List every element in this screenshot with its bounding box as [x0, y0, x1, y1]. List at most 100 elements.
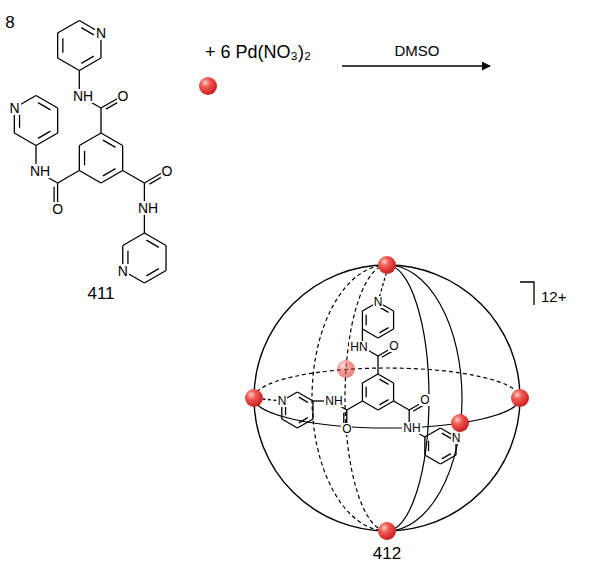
- reagent-label: + 6 Pd(NO₃)₂: [204, 43, 312, 61]
- aromatic-bond: [379, 400, 388, 405]
- atom-label: N: [277, 395, 288, 407]
- palladium-ball: [337, 360, 355, 378]
- aromatic-bond: [62, 38, 63, 52]
- great-circle: [387, 265, 462, 531]
- ring-bond: [57, 108, 58, 133]
- compound-number: 412: [372, 545, 402, 562]
- atom-label: N: [451, 432, 462, 444]
- aromatic-bond: [81, 56, 94, 63]
- aromatic-bond: [299, 418, 308, 423]
- aromatic-bond: [366, 387, 367, 397]
- cage-ligand: [263, 274, 459, 464]
- great-circle: [254, 398, 520, 428]
- atom-label: O: [161, 164, 174, 178]
- ring-bond: [122, 146, 123, 171]
- ring-bond: [79, 133, 101, 146]
- palladium-ball: [378, 256, 396, 274]
- aromatic-bond: [81, 28, 94, 35]
- ring-bond: [362, 401, 378, 410]
- stoichiometry: 8: [4, 14, 15, 31]
- atom-label: NH: [29, 164, 51, 178]
- cage-sphere: [254, 265, 520, 531]
- atom-label: HN: [349, 341, 368, 353]
- ring-bond: [57, 33, 58, 58]
- solvent-label: DMSO: [394, 43, 441, 58]
- bond: [377, 356, 378, 374]
- ring-bond: [144, 233, 166, 246]
- ring-bond: [312, 401, 313, 419]
- aromatic-bond: [103, 169, 116, 176]
- palladium-ball: [245, 389, 263, 407]
- ring-bond: [101, 133, 123, 146]
- atom-label: N: [8, 101, 20, 115]
- aromatic-bond: [146, 269, 159, 276]
- great-circle: [345, 265, 387, 531]
- palladium-centres: [245, 256, 529, 540]
- ring-bond: [425, 455, 441, 464]
- aromatic-bond: [366, 315, 367, 325]
- atom-label: NH: [72, 89, 94, 103]
- ring-bond: [378, 374, 394, 383]
- reaction-arrow: [342, 65, 490, 66]
- charge-label: 12+: [540, 289, 567, 304]
- ring-bond: [123, 233, 145, 246]
- ring-bond: [424, 437, 425, 455]
- aromatic-bond: [299, 397, 308, 402]
- atom-label: N: [373, 296, 384, 308]
- bond: [100, 108, 101, 133]
- sphere-outline: [254, 265, 520, 531]
- palladium-ball: [511, 389, 529, 407]
- ring-bond: [362, 374, 378, 383]
- bond: [347, 401, 363, 410]
- ring-bond: [393, 383, 394, 401]
- aromatic-bond: [442, 454, 451, 459]
- atom-label: N: [95, 26, 107, 40]
- atom-label: NH: [402, 422, 421, 434]
- aromatic-bond: [146, 240, 159, 247]
- ring-bond: [165, 246, 166, 271]
- atom-label: NH: [324, 395, 343, 407]
- ring-bond: [282, 419, 298, 428]
- ring-bond: [36, 96, 58, 109]
- ring-bond: [101, 171, 123, 184]
- palladium-ball: [451, 414, 469, 432]
- bond: [58, 171, 80, 184]
- palladium-ball: [199, 77, 217, 95]
- ring-bond: [144, 271, 166, 284]
- great-circle: [312, 265, 387, 531]
- ring-bond: [393, 311, 394, 329]
- atom-label: O: [419, 394, 430, 406]
- ligand-structure: [14, 21, 167, 284]
- ring-bond: [14, 133, 36, 146]
- atom-label: N: [117, 264, 129, 278]
- compound-number: 411: [86, 285, 115, 302]
- ring-bond: [378, 401, 394, 410]
- ring-bond: [79, 58, 101, 71]
- ring-bond: [362, 383, 363, 401]
- aromatic-bond: [428, 441, 429, 451]
- aromatic-bond: [84, 151, 85, 165]
- ring-bond: [425, 428, 441, 437]
- ring-bond: [297, 392, 313, 401]
- aromatic-bond: [442, 433, 451, 438]
- aromatic-bond: [379, 379, 388, 384]
- ring-bond: [378, 329, 394, 338]
- charge-bracket: [520, 282, 534, 305]
- ring-bond: [362, 311, 363, 329]
- atom-label: O: [117, 89, 130, 103]
- reagent-art: [199, 77, 217, 95]
- aromatic-bond: [19, 113, 20, 127]
- atom-label: O: [51, 202, 64, 216]
- ring-bond: [362, 329, 378, 338]
- bond: [123, 171, 145, 184]
- palladium-ball: [378, 522, 396, 540]
- aromatic-bond: [379, 328, 388, 333]
- ring-bond: [36, 133, 58, 146]
- ring-bond: [79, 171, 101, 184]
- aromatic-bond: [103, 140, 116, 147]
- ring-bond: [58, 58, 80, 71]
- ring-bond: [58, 21, 80, 34]
